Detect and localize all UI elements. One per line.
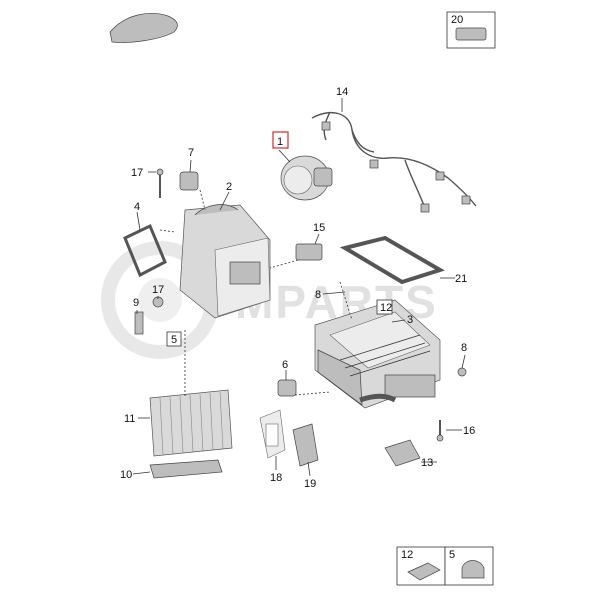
wiring-harness xyxy=(311,111,477,213)
air-duct-18 xyxy=(259,409,286,459)
callout-1[interactable]: 1 xyxy=(277,136,283,148)
callout-21[interactable]: 21 xyxy=(455,273,467,285)
legend-box-20: 20 xyxy=(446,11,496,49)
grommet-icon xyxy=(461,560,485,579)
legend-box-12-label: 12 xyxy=(401,549,413,561)
gasket-seal xyxy=(123,223,167,278)
coolant-pipes xyxy=(359,393,397,403)
legend-box-20-label: 20 xyxy=(451,14,463,26)
callout-11[interactable]: 11 xyxy=(124,413,135,425)
mounting-bracket xyxy=(384,439,421,467)
filter-cover xyxy=(149,459,223,479)
selected-part-highlight xyxy=(272,131,289,149)
callout-4[interactable]: 4 xyxy=(134,201,140,213)
air-duct-19 xyxy=(292,423,319,467)
callout-6[interactable]: 6 xyxy=(282,359,288,371)
blower-resistor xyxy=(295,243,323,261)
callout-9[interactable]: 9 xyxy=(133,297,139,309)
inline-box-12-label: 12 xyxy=(380,302,392,314)
evaporator-seal-frame xyxy=(339,235,445,285)
callout-19[interactable]: 19 xyxy=(304,478,316,490)
clip-part-icon xyxy=(455,27,487,41)
callout-14[interactable]: 14 xyxy=(336,86,348,98)
clip-bracket-icon xyxy=(407,562,441,581)
inline-box-5-label: 5 xyxy=(171,334,177,346)
callout-8-right[interactable]: 8 xyxy=(461,342,467,354)
leader-lines xyxy=(132,98,466,477)
callout-13[interactable]: 13 xyxy=(421,457,433,469)
small-parts-left xyxy=(134,296,164,335)
blower-motor xyxy=(280,155,333,201)
callout-16[interactable]: 16 xyxy=(463,425,475,437)
screw-16 xyxy=(436,420,444,442)
callout-7[interactable]: 7 xyxy=(188,147,194,159)
legend-box-12: 12 xyxy=(396,546,446,586)
legend-box-5: 5 xyxy=(444,546,494,586)
hvac-housing-upper xyxy=(179,204,271,319)
callout-3[interactable]: 3 xyxy=(407,314,413,326)
callout-2[interactable]: 2 xyxy=(226,181,232,193)
inline-box-5-frame xyxy=(166,331,182,347)
legend-box-5-label: 5 xyxy=(449,549,455,561)
callout-18[interactable]: 18 xyxy=(270,472,282,484)
screw-17-upper xyxy=(156,168,164,198)
vehicle-silhouette-icon xyxy=(109,13,178,43)
actuator-motor xyxy=(277,379,297,397)
cabin-air-filter xyxy=(149,389,233,457)
callout-17-lower[interactable]: 17 xyxy=(152,284,164,296)
sensor-part xyxy=(179,171,199,191)
callout-17-upper[interactable]: 17 xyxy=(131,167,143,179)
assembly-guides xyxy=(159,189,353,398)
callout-10[interactable]: 10 xyxy=(120,469,132,481)
callout-15[interactable]: 15 xyxy=(313,222,325,234)
callout-8-left[interactable]: 8 xyxy=(315,289,321,301)
inline-box-12-frame xyxy=(376,299,393,315)
hvac-housing-lower xyxy=(314,299,441,409)
screw-8-right xyxy=(457,367,467,377)
